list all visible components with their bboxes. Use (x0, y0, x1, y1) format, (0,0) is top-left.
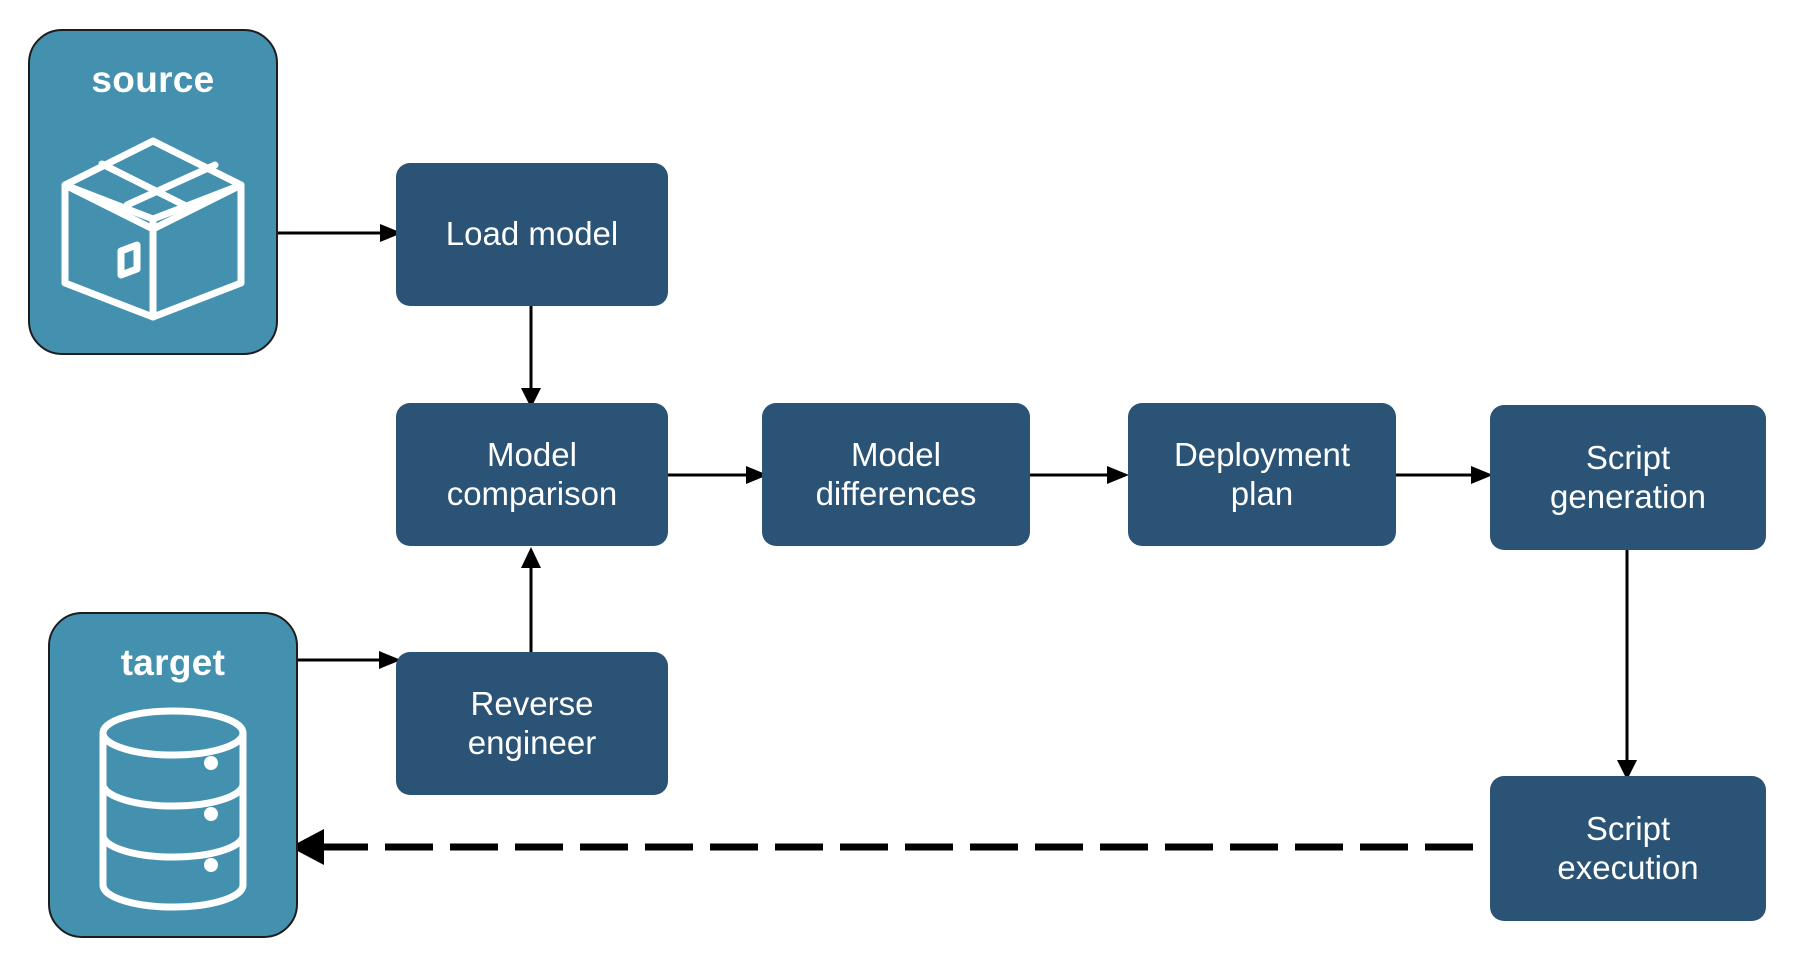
process-model-comparison[interactable]: Model comparison (396, 403, 668, 546)
process-model-comparison-label: Model comparison (447, 436, 618, 514)
connector-script-generation-to-script-execution (1606, 544, 1648, 786)
connector-source-to-load-model (270, 218, 410, 248)
line-1: Reverse (470, 684, 594, 722)
line-1: Model (851, 435, 941, 473)
line-1: Deployment (1173, 435, 1351, 473)
line-2: engineer (467, 723, 597, 761)
connector-model-differences-to-deployment-plan (1024, 460, 1136, 490)
connector-reverse-engineer-to-model-comparison (510, 538, 552, 658)
process-script-execution[interactable]: Script execution (1490, 776, 1766, 921)
database-cylinder-icon (50, 681, 296, 936)
connector-deployment-plan-to-script-generation (1390, 460, 1500, 490)
process-script-execution-label: Script execution (1557, 810, 1698, 888)
endpoint-source-label: source (91, 59, 215, 100)
package-box-icon (30, 98, 276, 353)
line-2: execution (1557, 848, 1699, 886)
line-1: Script (1585, 438, 1671, 476)
process-load-model-label: Load model (445, 215, 619, 253)
endpoint-target-label: target (120, 642, 226, 683)
process-reverse-engineer-label: Reverse engineer (468, 685, 596, 763)
process-model-differences[interactable]: Model differences (762, 403, 1030, 546)
endpoint-source[interactable]: source (28, 29, 278, 355)
process-deployment-plan[interactable]: Deployment plan (1128, 403, 1396, 546)
process-load-model[interactable]: Load model (396, 163, 668, 306)
line-2: plan (1230, 474, 1294, 512)
connector-target-to-reverse-engineer (280, 645, 410, 675)
connector-model-comparison-to-model-differences (660, 460, 775, 490)
process-script-generation-label: Script generation (1550, 439, 1706, 517)
process-deployment-plan-label: Deployment plan (1174, 436, 1350, 514)
endpoint-target[interactable]: target (48, 612, 298, 938)
process-script-generation[interactable]: Script generation (1490, 405, 1766, 550)
line-2: differences (815, 474, 977, 512)
line-2: comparison (446, 474, 618, 512)
connector-script-execution-to-target (286, 826, 1506, 868)
process-model-differences-label: Model differences (816, 436, 977, 514)
process-reverse-engineer[interactable]: Reverse engineer (396, 652, 668, 795)
connector-load-model-to-model-comparison (510, 298, 552, 413)
line-1: Model (487, 435, 577, 473)
line-1: Script (1585, 809, 1671, 847)
line-2: generation (1550, 477, 1706, 515)
